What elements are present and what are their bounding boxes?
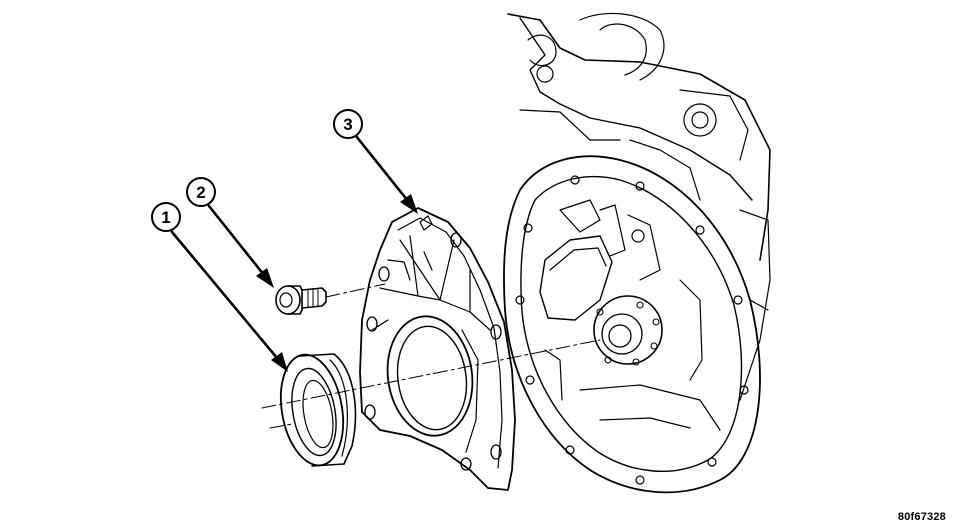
callout-3: 3: [333, 109, 418, 214]
callout-circle-1: [151, 202, 181, 232]
callout-label-1: 1: [161, 208, 170, 227]
seal-retainer: [359, 207, 516, 491]
engine-block: [503, 12, 771, 494]
callout-label-2: 2: [196, 183, 205, 202]
crankshaft-seal: [279, 353, 357, 467]
arrowhead-2: [256, 268, 274, 288]
callout-1: 1: [151, 202, 288, 372]
bolt: [275, 285, 327, 315]
figure-id: 80f67328: [897, 511, 946, 523]
arrowhead-3: [400, 194, 418, 214]
callout-circle-2: [186, 177, 216, 207]
callout-label-3: 3: [343, 115, 352, 134]
centerlines: [261, 283, 601, 429]
callout-circle-3: [333, 109, 363, 139]
arrowhead-1: [271, 352, 288, 372]
callout-2: 2: [186, 177, 274, 288]
